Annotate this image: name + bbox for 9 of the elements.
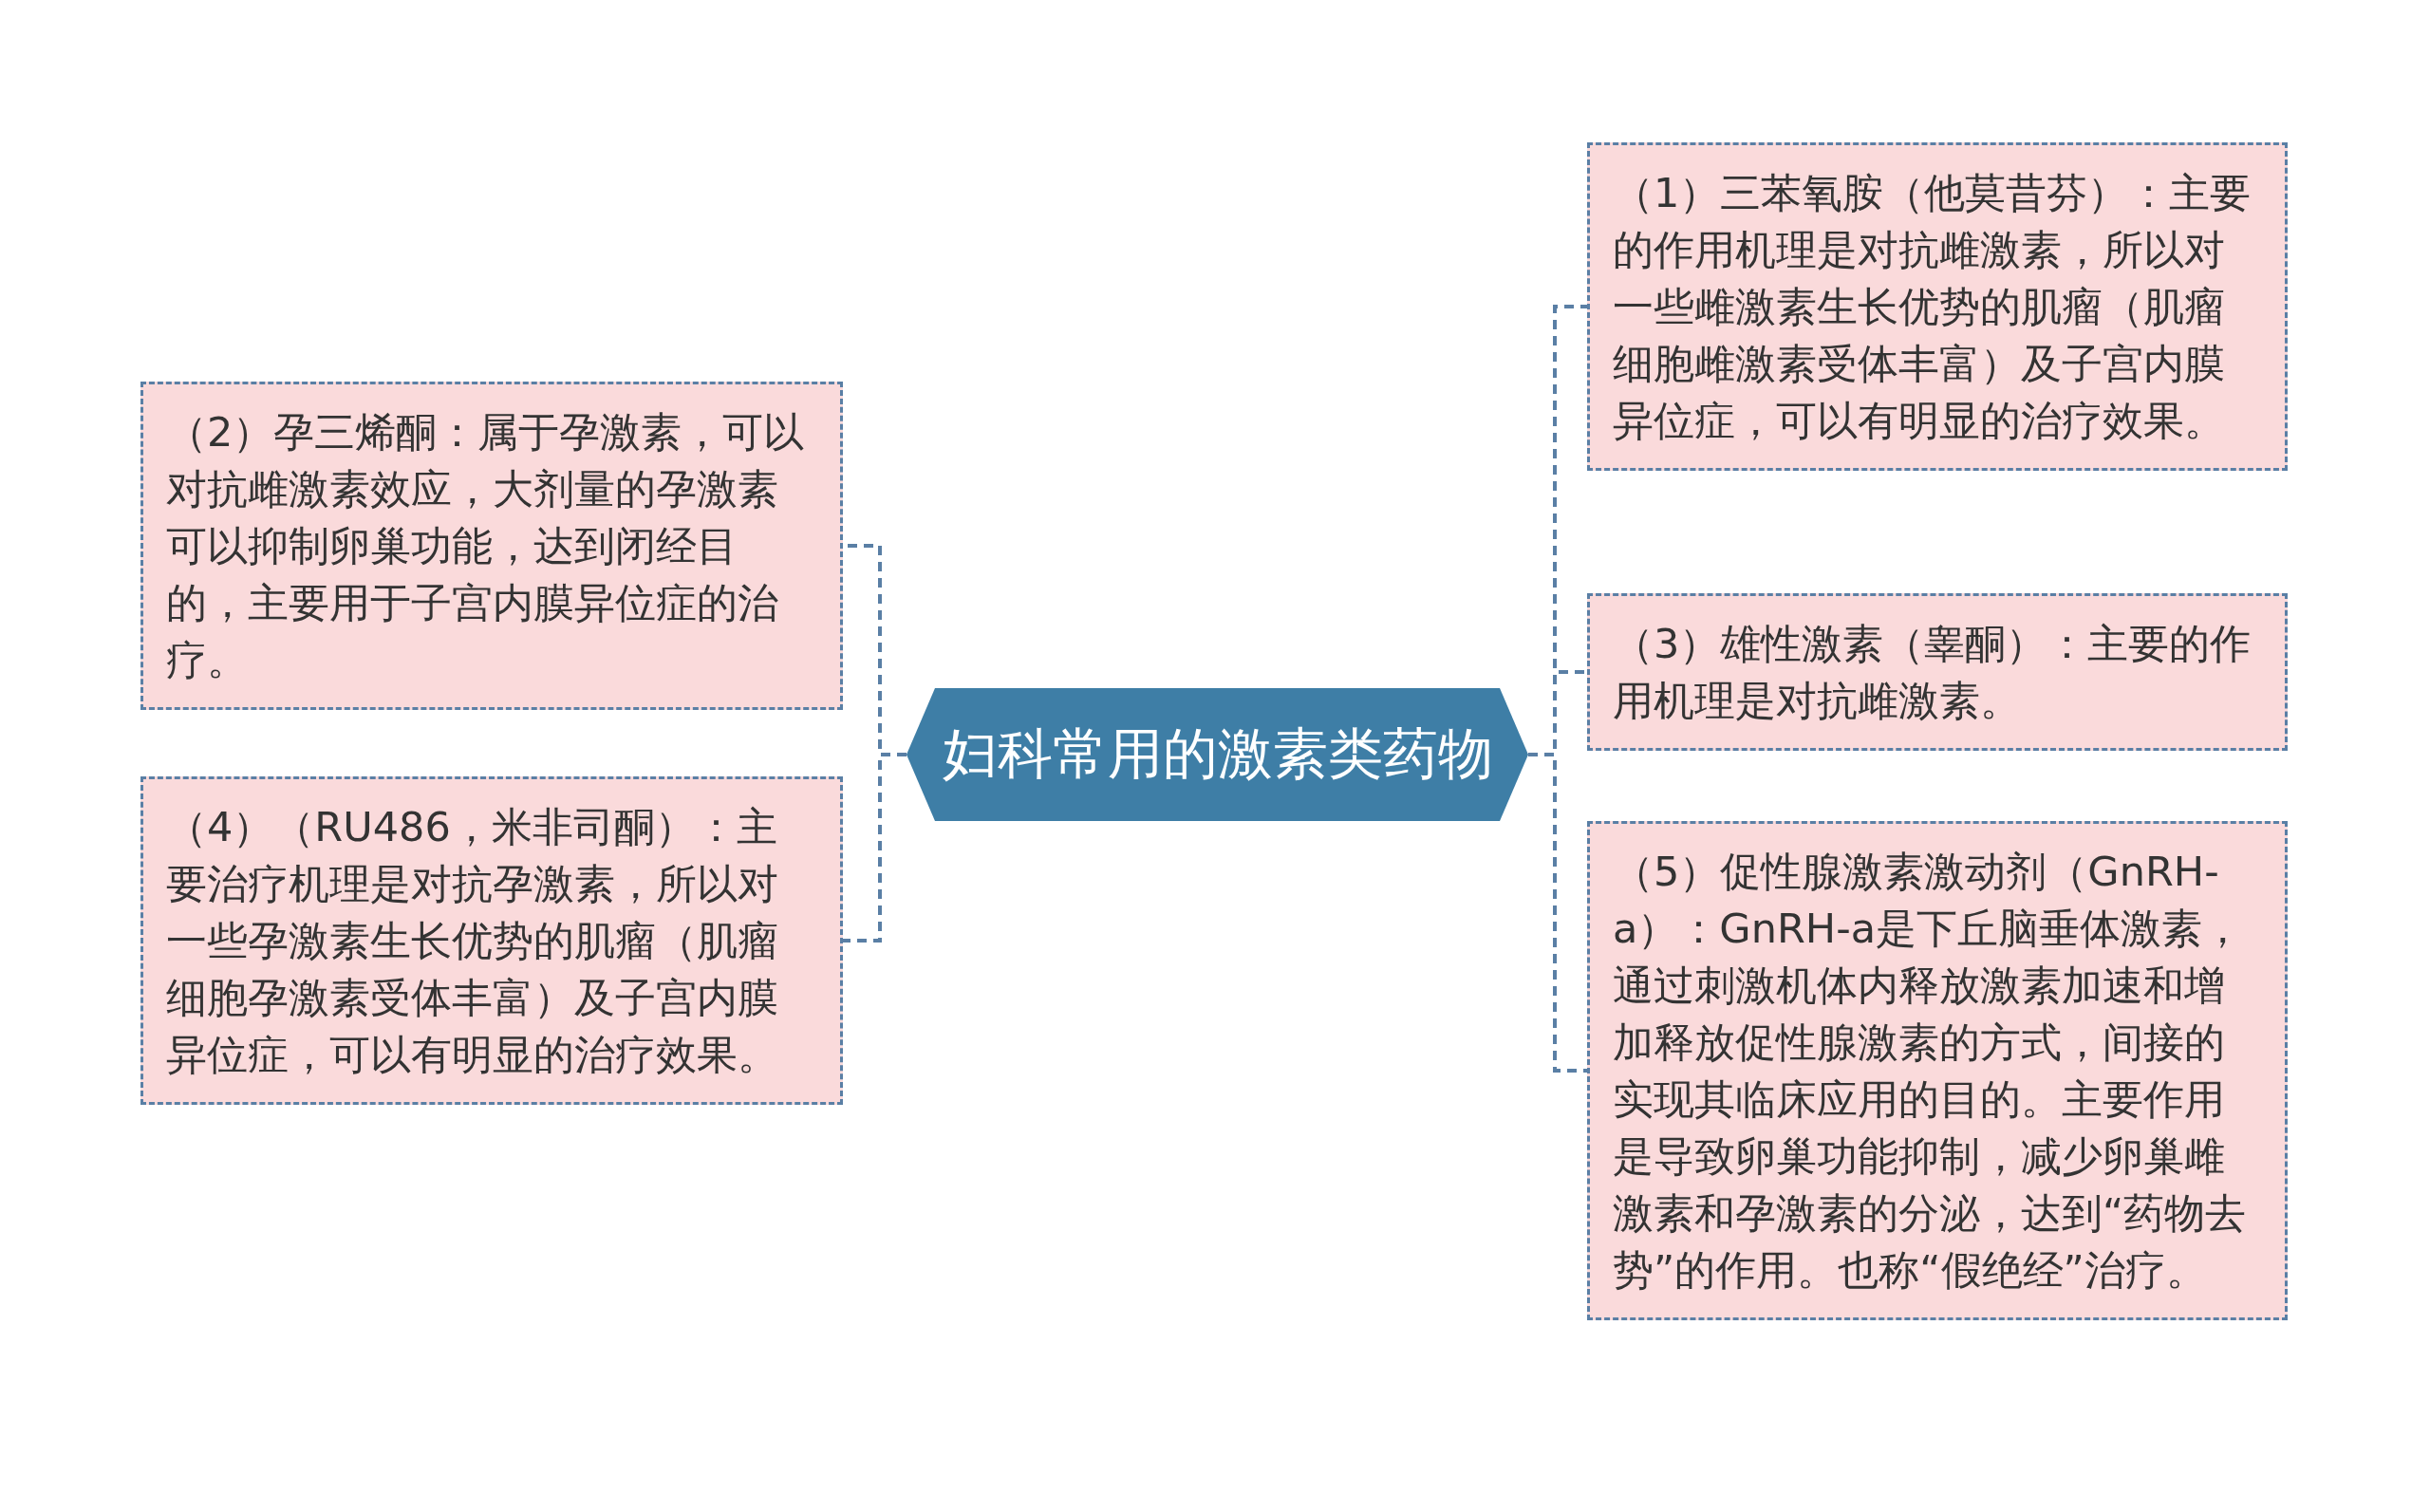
connector <box>843 753 907 943</box>
note-box: （4）（RU486，米非司酮）：主要治疗机理是对抗孕激素，所以对一些孕激素生长优势的肌瘤（肌瘤细胞孕激素受体丰富）及子宫内膜异位症，可以有明显的治疗效果。 <box>140 776 843 1105</box>
note-box: （2）孕三烯酮：属于孕激素，可以对抗雌激素效应，大剂量的孕激素可以抑制卵巢功能，达到闭经目的，主要用于子宫内膜异位症的治疗。 <box>140 382 843 710</box>
topic-text: 妇科常用的激素类药物 <box>942 720 1493 788</box>
note-box: （5）促性腺激素激动剂（GnRH-a）：GnRH-a是下丘脑垂体激素，通过刺激机体内释放激素加速和增加释放促性腺激素的方式，间接的实现其临床应用的目的。主要作用是导致卵巢功能抑制，减少卵巢雌激素和孕激素的分泌，达到“药物去势”的作用。也称“假绝经”治疗。 <box>1587 821 2288 1320</box>
connector <box>1528 753 1587 1073</box>
topic-hexagon <box>907 688 1528 821</box>
note-box: （3）雄性激素（睾酮）：主要的作用机理是对抗雌激素。 <box>1587 593 2288 751</box>
note-box: （1）三苯氧胺（他莫昔芬）：主要的作用机理是对抗雌激素，所以对一些雌激素生长优势的肌瘤（肌瘤细胞雌激素受体丰富）及子宫内膜异位症，可以有明显的治疗效果。 <box>1587 142 2288 471</box>
